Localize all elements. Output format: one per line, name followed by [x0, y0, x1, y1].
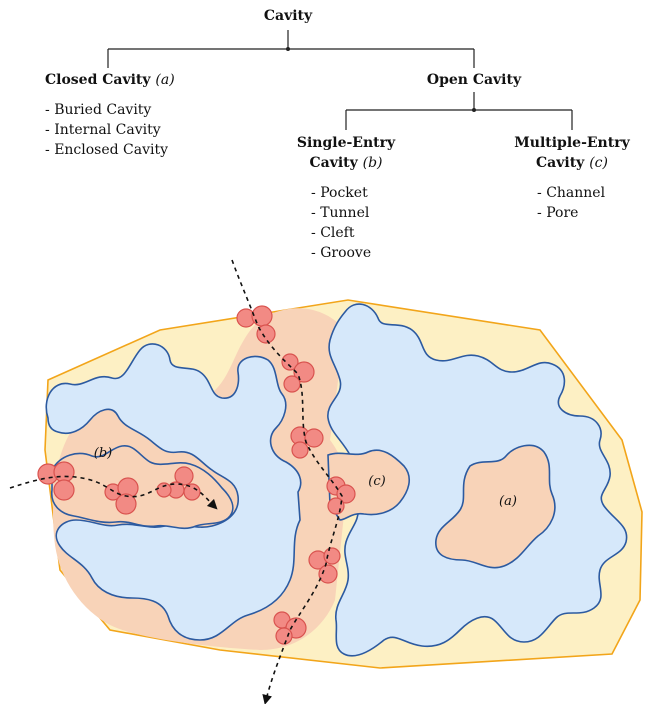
list-item: Channel: [537, 183, 605, 203]
probe-cluster: [236, 305, 276, 344]
closed-cavity-tag: (a): [155, 72, 175, 88]
list-item: Cleft: [311, 223, 371, 243]
multiple-entry-title-line1: Multiple-Entry: [514, 135, 630, 151]
single-entry-title-line1: Single-Entry: [296, 135, 396, 151]
probe-cluster: [156, 466, 201, 501]
list-item: Internal Cavity: [45, 120, 168, 140]
closed-cavity-list: Buried Cavity Internal Cavity Enclosed C…: [45, 100, 168, 160]
pocket-entry-path: [9, 475, 218, 510]
closed-cavity-label: Closed Cavity: [45, 72, 151, 88]
probe-cluster: [290, 426, 324, 459]
list-item: Groove: [311, 243, 371, 263]
multiple-entry-label: Cavity: [536, 155, 585, 171]
open-cavity-title: Open Cavity: [426, 72, 522, 88]
probe-cluster: [308, 547, 341, 584]
list-item: Enclosed Cavity: [45, 140, 168, 160]
list-item: Buried Cavity: [45, 100, 168, 120]
probe-cluster: [104, 477, 139, 515]
label-a: (a): [499, 494, 517, 509]
pocket-groove: [50, 445, 234, 530]
single-entry-label: Cavity: [309, 155, 358, 171]
closed-cavity-region: [435, 444, 556, 569]
label-c: (c): [368, 474, 385, 489]
list-item: Pore: [537, 203, 605, 223]
root-node-cavity: Cavity: [263, 8, 313, 24]
list-item: Tunnel: [311, 203, 371, 223]
single-entry-title-line2: Cavity (b): [309, 153, 382, 173]
multiple-entry-title-line2: Cavity (c): [536, 153, 608, 173]
multiple-entry-tag: (c): [589, 155, 608, 171]
probe-spheres: [37, 305, 356, 645]
label-b: (b): [94, 446, 112, 461]
closed-cavity-title: Closed Cavity (a): [45, 70, 175, 90]
list-item: Pocket: [311, 183, 371, 203]
single-entry-list: Pocket Tunnel Cleft Groove: [311, 183, 371, 263]
multiple-entry-list: Channel Pore: [537, 183, 605, 223]
probe-cluster: [273, 611, 307, 645]
protein-lobe-left: [45, 343, 302, 641]
single-entry-tag: (b): [362, 155, 383, 171]
